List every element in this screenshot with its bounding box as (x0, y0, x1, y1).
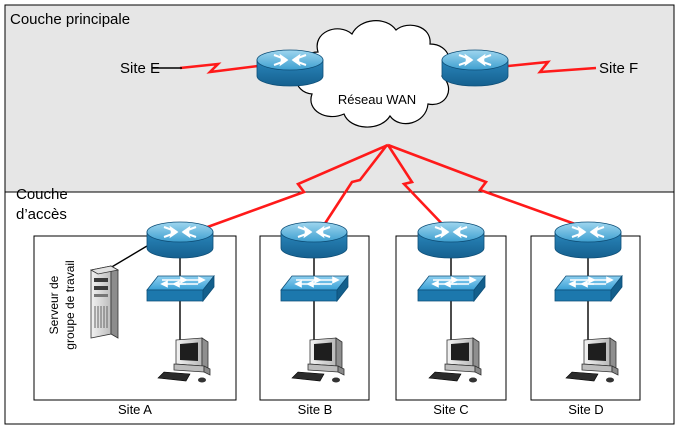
site-d-label: Site D (568, 402, 603, 417)
site-d-box (530, 235, 641, 401)
wan-link-site-c (386, 144, 448, 230)
wan-link-site-b (322, 144, 389, 226)
server-label-line2: groupe de travail (63, 260, 77, 349)
server-icon (89, 265, 120, 339)
core-layer-label: Couche principale (10, 11, 130, 28)
wan-label: Réseau WAN (338, 92, 416, 107)
router-icon (256, 49, 324, 87)
site-b-label: Site B (298, 402, 333, 417)
router-icon (146, 221, 214, 259)
wan-links (179, 60, 597, 231)
site-a-box (33, 235, 237, 401)
server-label-line1: Serveur de (47, 275, 61, 334)
router-icon (280, 221, 348, 259)
access-layer-label-line1: Couche (16, 186, 68, 203)
site-a-label: Site A (118, 402, 152, 417)
cloud-icon (295, 20, 451, 128)
access-layer-label-line2: d’accès (16, 206, 67, 223)
router-icon (441, 49, 509, 87)
switch-icon (554, 275, 623, 302)
router-icon (554, 221, 622, 259)
wan-link-site-a (201, 143, 389, 231)
switch-icon (146, 275, 215, 302)
site-f-label: Site F (599, 60, 638, 77)
wan-link-site-d (387, 143, 590, 231)
router-icon (417, 221, 485, 259)
site-c-label: Site C (433, 402, 468, 417)
wan-link-site-e (179, 62, 259, 74)
switch-icon (417, 275, 486, 302)
wan-link-site-f (507, 60, 597, 74)
switch-icon (280, 275, 349, 302)
site-e-label: Site E (120, 60, 160, 77)
